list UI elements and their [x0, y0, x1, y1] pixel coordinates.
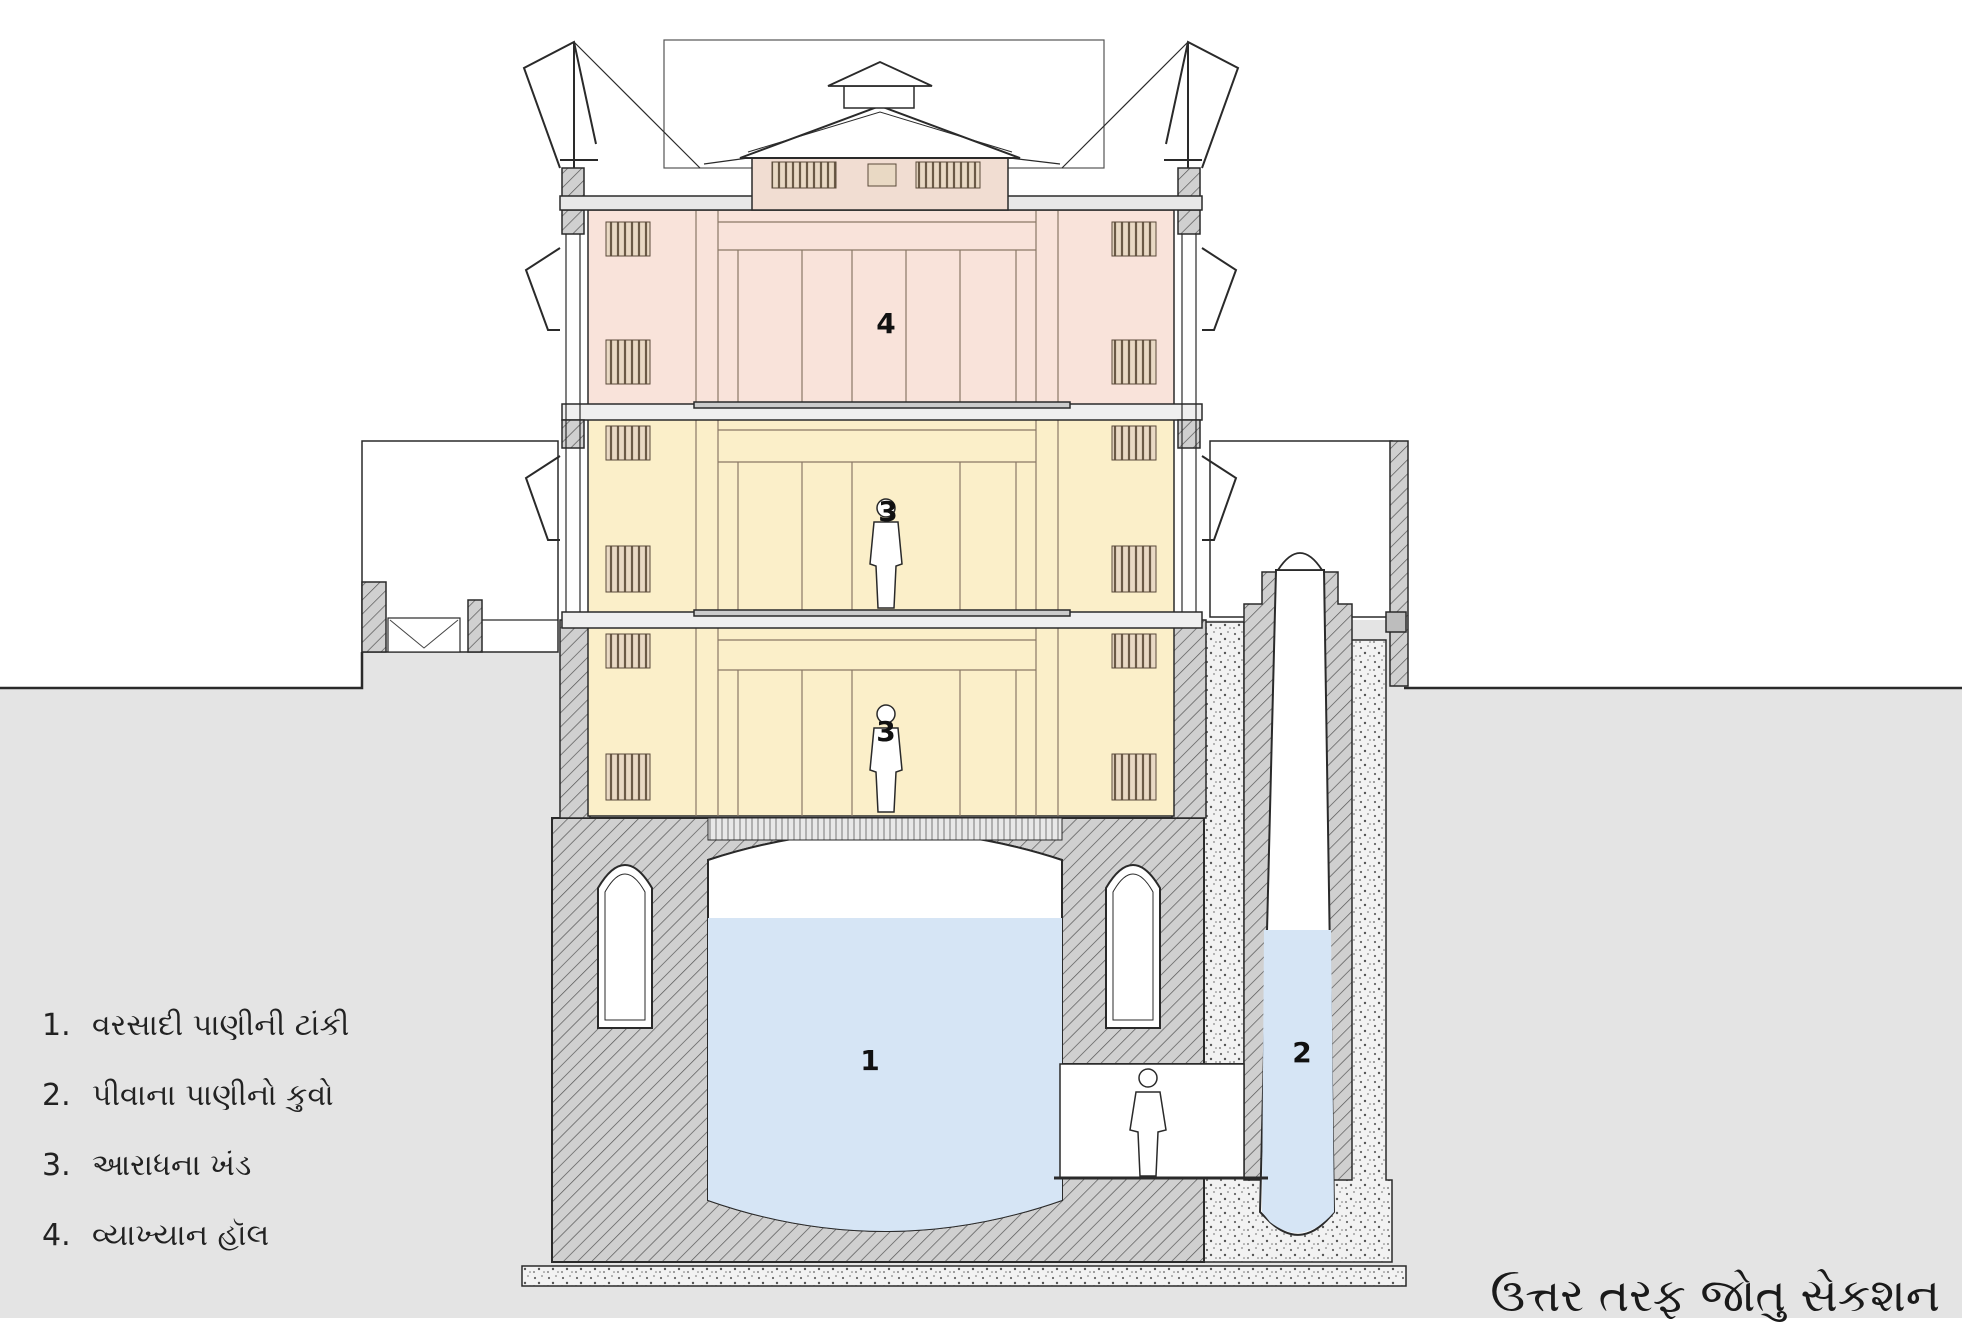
left-wall-lower — [559, 619, 591, 819]
legend-number: 2. — [42, 1078, 71, 1113]
legend-label: વરસાદી પાણીની ટાંકી — [92, 1008, 350, 1043]
legend-item: 4. વ્યાખ્યાન હૉલ — [42, 1218, 349, 1288]
right-wall-lower — [1171, 619, 1207, 819]
drawing-title: ઉત્તર તરફ જોતુ સેકશન — [1490, 1268, 1940, 1322]
well-water — [1262, 930, 1334, 1233]
cistern-water — [708, 918, 1062, 1231]
foundation-slab — [521, 1265, 1407, 1287]
sun-shades — [522, 40, 1240, 541]
ground-line — [0, 652, 1962, 690]
cistern-vault-ribs — [707, 817, 1063, 841]
legend-number: 1. — [42, 1008, 71, 1043]
legend-number: 4. — [42, 1218, 71, 1253]
legend: 1. વરસાદી પાણીની ટાંકી 2. પીવાના પાણીનો … — [42, 1008, 349, 1288]
callout-tank: 1 — [860, 1044, 879, 1077]
callout-hall: 4 — [876, 307, 895, 340]
legend-item: 2. પીવાના પાણીનો કુવો — [42, 1078, 349, 1148]
legend-label: પીવાના પાણીનો કુવો — [92, 1078, 334, 1113]
floor-slabs — [561, 401, 1203, 629]
left-annex — [361, 440, 559, 653]
well-dome — [1276, 552, 1324, 571]
right-niche — [1105, 864, 1161, 1029]
left-niche — [597, 864, 653, 1029]
legend-number: 3. — [42, 1148, 71, 1183]
roof — [559, 39, 1203, 211]
legend-item: 1. વરસાદી પાણીની ટાંકી — [42, 1008, 349, 1078]
callout-well: 2 — [1292, 1036, 1311, 1069]
callout-prayer-upper: 3 — [878, 495, 897, 528]
legend-label: આરાધના ખંડ — [92, 1148, 252, 1183]
interior-detail — [695, 210, 1059, 816]
callout-prayer-lower: 3 — [876, 715, 895, 748]
legend-item: 3. આરાધના ખંડ — [42, 1148, 349, 1218]
louvre-windows — [605, 221, 1157, 801]
legend-label: વ્યાખ્યાન હૉલ — [92, 1218, 270, 1253]
human-figures — [869, 498, 1167, 1177]
